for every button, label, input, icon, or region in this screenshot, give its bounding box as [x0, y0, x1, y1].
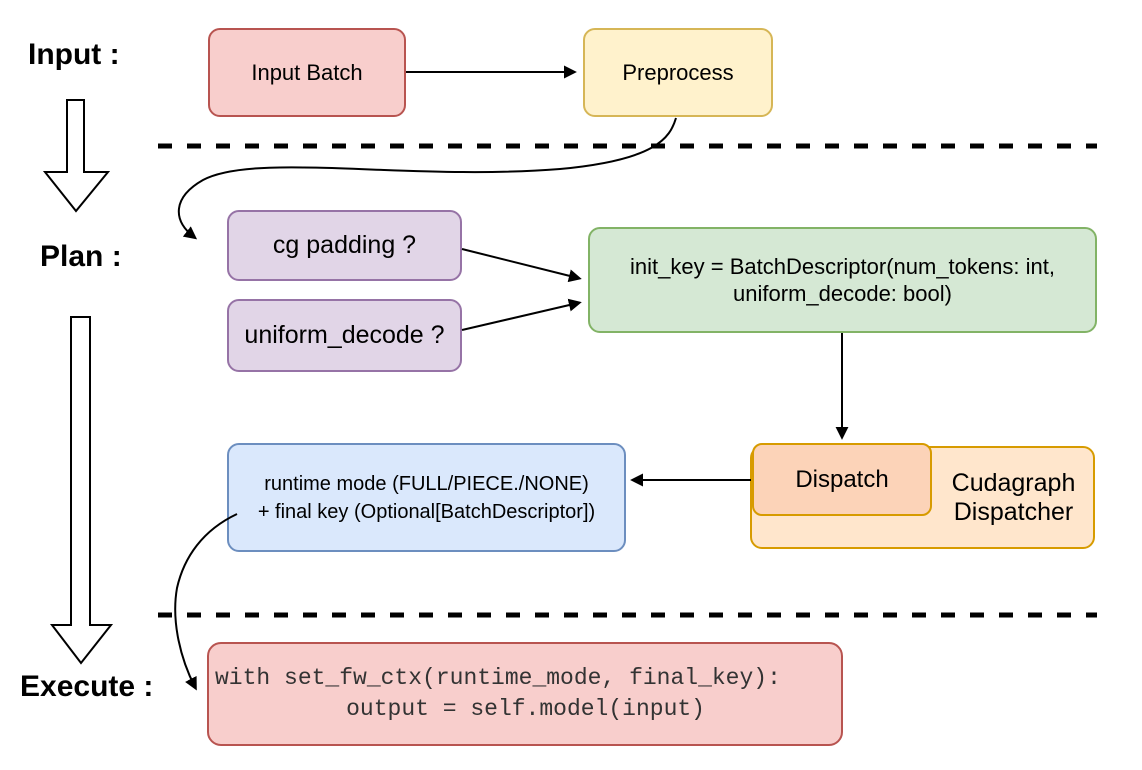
block-arrow-plan-to-execute: [49, 316, 114, 665]
cudagraph-dispatcher-label: Cudagraph Dispatcher: [951, 468, 1076, 526]
stage-label-input: Input :: [28, 38, 120, 71]
execute-code-text: with set_fw_ctx(runtime_mode, final_key)…: [215, 665, 781, 722]
node-runtime-mode: runtime mode (FULL/PIECE./NONE) + final …: [227, 443, 626, 552]
node-uniform-decode: uniform_decode ?: [227, 299, 462, 372]
node-preprocess: Preprocess: [583, 28, 773, 117]
node-execute-code: with set_fw_ctx(runtime_mode, final_key)…: [207, 642, 843, 746]
node-init-key: init_key = BatchDescriptor(num_tokens: i…: [588, 227, 1097, 333]
arrow-cg-padding-to-init-key: [461, 248, 582, 283]
node-dispatch: Dispatch: [752, 443, 932, 516]
arrow-uniform-decode-to-init-key: [461, 298, 582, 331]
node-input-batch: Input Batch: [208, 28, 406, 117]
node-cg-padding: cg padding ?: [227, 210, 462, 281]
block-arrow-input-to-plan: [42, 99, 111, 213]
stage-label-plan: Plan :: [40, 240, 122, 273]
stage-label-execute: Execute :: [20, 670, 154, 703]
